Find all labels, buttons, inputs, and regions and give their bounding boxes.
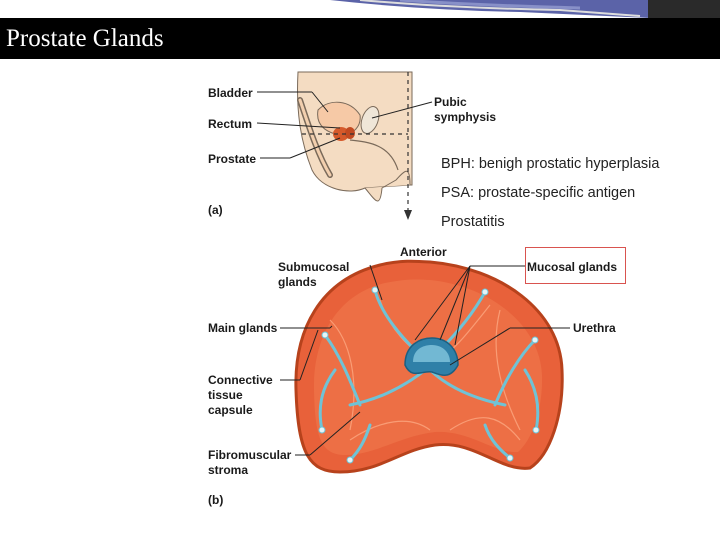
note-psa: PSA: prostate-specific antigen (441, 185, 635, 201)
note-prostatitis: Prostatitis (441, 214, 505, 230)
label-anterior: Anterior (400, 245, 447, 260)
top-decorative-band (0, 0, 720, 18)
label-mucosal-glands: Mucosal glands (527, 260, 617, 275)
label-pubic-symphysis: Pubic symphysis (434, 95, 496, 125)
slide-title: Prostate Glands (6, 25, 164, 53)
label-panel-a: (a) (208, 203, 223, 218)
label-prostate: Prostate (208, 152, 256, 167)
label-rectum: Rectum (208, 117, 252, 132)
label-fibromuscular-stroma: Fibromuscular stroma (208, 448, 291, 478)
decorative-streaks (0, 0, 720, 18)
label-panel-b: (b) (208, 493, 223, 508)
label-urethra: Urethra (573, 321, 616, 336)
label-submucosal-glands: Submucosal glands (278, 260, 349, 290)
note-bph: BPH: benigh prostatic hyperplasia (441, 156, 659, 172)
label-connective-tissue-capsule: Connective tissue capsule (208, 373, 273, 418)
label-main-glands: Main glands (208, 321, 277, 336)
label-bladder: Bladder (208, 86, 253, 101)
